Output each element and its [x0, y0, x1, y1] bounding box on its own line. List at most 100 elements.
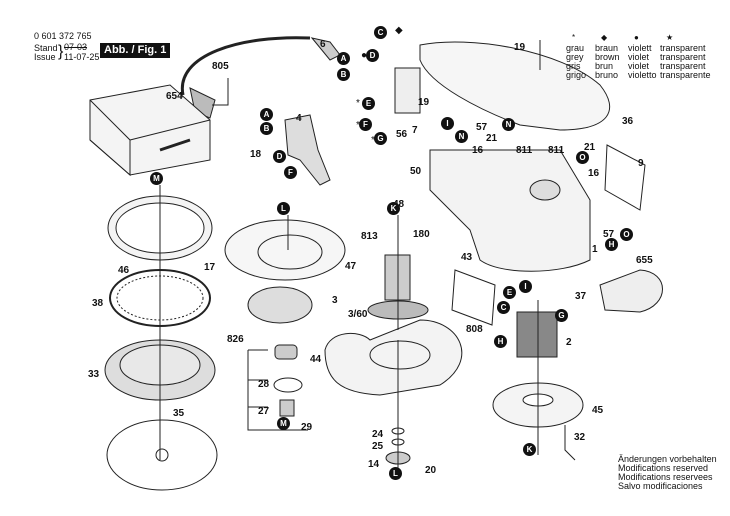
footer-line: Änderungen vorbehalten: [618, 454, 717, 464]
part-label: 18: [250, 149, 262, 160]
switch: [284, 114, 331, 186]
part-label: 47: [345, 261, 357, 272]
legend-word: braun: [595, 43, 619, 53]
legend-word: transparente: [660, 70, 711, 80]
part-label: 21: [584, 142, 596, 153]
connector-badge: B: [260, 122, 273, 135]
part-label: 32: [574, 432, 586, 443]
part-label: 811: [516, 145, 533, 156]
part-label: 36: [622, 116, 634, 127]
connector-badge: F: [359, 118, 372, 131]
part-label: 7: [412, 125, 418, 136]
part-label: 811: [548, 145, 565, 156]
legend-word: violetto: [628, 70, 657, 80]
part-label: 21: [486, 133, 498, 144]
issue-label: Issue: [34, 52, 56, 62]
part-label: 45: [592, 405, 604, 416]
legend-word: violet: [628, 52, 650, 62]
connector-badge: I: [519, 280, 532, 293]
motor-housing: [429, 149, 591, 272]
fan-cover: [224, 219, 346, 281]
legend-word: violet: [628, 61, 650, 71]
legend-word: grigo: [566, 70, 587, 80]
part-label: 808: [466, 324, 483, 335]
connector-badge: B: [337, 68, 350, 81]
connector-badge: D: [366, 49, 379, 62]
sanding-disc: [106, 419, 218, 491]
brace: }: [58, 43, 64, 60]
connector-badge: H: [494, 335, 507, 348]
stand-label: Stand: [34, 43, 58, 53]
part-label: 4: [296, 113, 302, 124]
color-symbol: ◆: [395, 25, 403, 36]
stand-date: 07-03: [64, 42, 88, 52]
part-label: 29: [301, 422, 313, 433]
connector-badge: A: [260, 108, 273, 121]
color-symbol: *: [371, 135, 375, 146]
legend-word: transparent: [660, 52, 706, 62]
asterisk-icon: *: [572, 33, 576, 42]
base-housing: [324, 319, 463, 396]
cord-sleeve: [310, 37, 341, 61]
part-label: 57: [603, 229, 615, 240]
connector-badge: L: [277, 202, 290, 215]
part-number: 0 601 372 765: [34, 31, 92, 41]
connector-badge: K: [523, 443, 536, 456]
issue-date: 11-07-25: [64, 52, 100, 62]
connector-badge: I: [441, 117, 454, 130]
part-label: 25: [372, 441, 384, 452]
part-label: 826: [227, 334, 244, 345]
legend-word: transparent: [660, 43, 706, 53]
part-label: 6: [320, 39, 326, 50]
part-label: 9: [638, 158, 644, 169]
legend-word: brown: [595, 52, 620, 62]
dust-port: [599, 269, 663, 313]
part-label: 19: [418, 97, 430, 108]
connector-badge: M: [150, 172, 163, 185]
connector-badge: N: [502, 118, 515, 131]
part-label: 3: [332, 295, 338, 306]
connector-badge: L: [389, 467, 402, 480]
connector-badge: O: [620, 228, 633, 241]
legend-word: brun: [595, 61, 614, 71]
top-cover: [419, 41, 610, 131]
figure-label: Abb. / Fig. 1: [100, 43, 171, 58]
connector-badge: A: [337, 52, 350, 65]
color-symbol: ●: [361, 50, 368, 61]
star-icon: ★: [666, 33, 674, 42]
legend-word: grau: [566, 43, 585, 53]
part-label: 14: [368, 459, 380, 470]
color-symbol: *: [356, 98, 360, 109]
part-label: 27: [258, 406, 270, 417]
connector-badge: O: [576, 151, 589, 164]
part-label: 46: [118, 265, 130, 276]
legend-word: violett: [628, 43, 652, 53]
part-label: 813: [361, 231, 378, 242]
part-label: 35: [173, 408, 185, 419]
part-label: 43: [461, 252, 473, 263]
part-label: 57: [476, 122, 488, 133]
fan: [247, 286, 313, 324]
connector-badge: E: [362, 97, 375, 110]
part-label: 654: [166, 91, 183, 102]
part-label: 20: [425, 465, 437, 476]
power-cord: [180, 36, 311, 96]
part-label: 17: [204, 262, 216, 273]
connector-badge: C: [374, 26, 387, 39]
connector-badge: F: [284, 166, 297, 179]
part-label: 28: [258, 379, 270, 390]
connector-badge: G: [374, 132, 387, 145]
capacitor: [394, 67, 421, 114]
part-label: 38: [92, 298, 104, 309]
connector-badge: C: [497, 301, 510, 314]
part-label: 56: [396, 129, 408, 140]
connector-badge: H: [605, 238, 618, 251]
part-label: 50: [410, 166, 422, 177]
connector-badge: K: [387, 202, 400, 215]
part-label: 16: [588, 168, 600, 179]
part-label: 180: [413, 229, 430, 240]
connector-badge: N: [455, 130, 468, 143]
legend-word: gris: [566, 61, 581, 71]
legend-word: transparent: [660, 61, 706, 71]
connector-badge: D: [273, 150, 286, 163]
